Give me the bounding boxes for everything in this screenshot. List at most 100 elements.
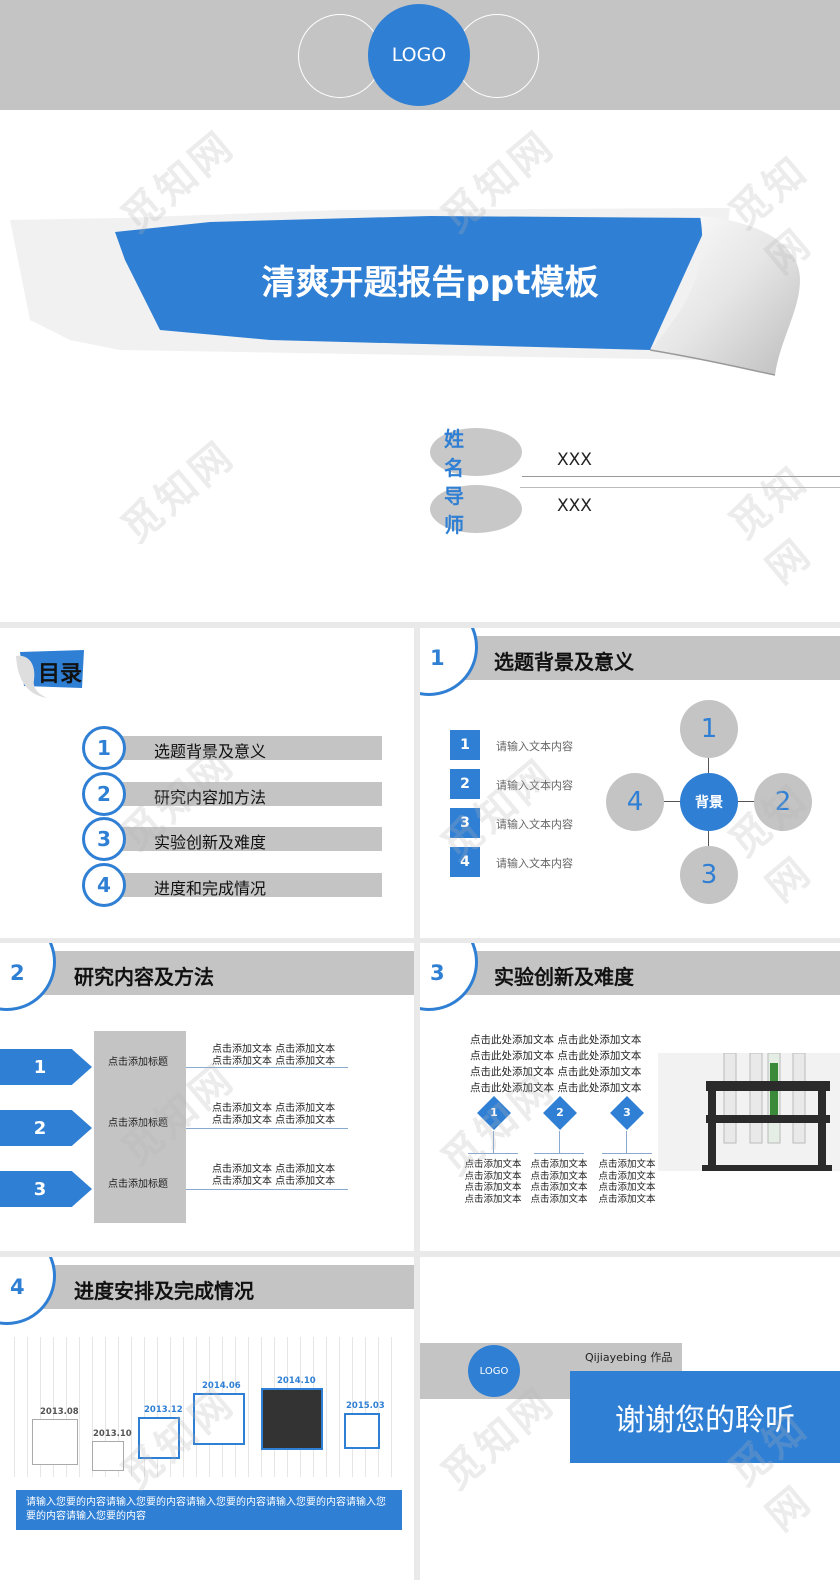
list-text: 请输入文本内容	[496, 818, 573, 831]
toc-item-label[interactable]: 实验创新及难度	[154, 833, 267, 852]
name-label: 姓 名	[430, 427, 522, 480]
list-number: 3	[450, 808, 480, 838]
timeline-thumbnail	[138, 1417, 180, 1459]
timeline-thumbnail	[32, 1419, 78, 1465]
node-circle: 3	[680, 846, 738, 904]
toc-item-label[interactable]: 研究内容加方法	[154, 788, 267, 807]
step-arrow: 2	[0, 1110, 92, 1146]
timeline-thumbnail	[344, 1413, 380, 1449]
section-header-bar	[420, 951, 840, 995]
node-circle: 4	[606, 773, 664, 831]
step-text: 点击添加文本点击添加文本点击添加文本点击添加文本	[530, 1159, 588, 1205]
toc-row-bar	[104, 782, 382, 806]
step-arrow: 1	[0, 1049, 92, 1085]
step-stem	[626, 1131, 627, 1153]
row-line	[186, 1067, 348, 1068]
section-number: 2	[10, 961, 25, 985]
row-text: 点击添加文本 点击添加文本	[212, 1176, 336, 1187]
row-line	[186, 1128, 348, 1129]
torn-paper-banner	[10, 200, 810, 400]
section-header-bar	[0, 951, 414, 995]
step-number: 1	[490, 1106, 498, 1119]
watermark: 觅知网	[433, 750, 564, 871]
node-circle: 2	[754, 773, 812, 831]
row-text: 点击添加文本 点击添加文本	[212, 1056, 336, 1067]
ending-slide: LOGO Qijiayebing 作品 谢谢您的聆听 觅知网 觅知网	[420, 1257, 840, 1580]
list-number: 1	[450, 730, 480, 760]
toc-slide: 目录 1 选题背景及意义 2 研究内容加方法 3 实验创新及难度 4 进度和完成…	[0, 628, 414, 938]
section-number-circle	[420, 628, 478, 696]
toc-title: 目录	[38, 662, 83, 687]
section1-slide: 1 选题背景及意义 1 请输入文本内容 2 请输入文本内容 3 请输入文本内容 …	[420, 628, 840, 938]
step-stem	[493, 1131, 494, 1153]
step-base	[468, 1153, 518, 1154]
toc-row-bar	[104, 827, 382, 851]
timeline-date: 2014.10	[277, 1376, 316, 1386]
section-number: 4	[10, 1275, 25, 1299]
cover-title: 清爽开题报告ppt模板	[261, 263, 599, 303]
row-title: 点击添加标题	[108, 1118, 168, 1129]
torn-paper-icon	[16, 650, 84, 698]
toc-row-bar	[104, 736, 382, 760]
list-text: 请输入文本内容	[496, 740, 573, 753]
torn-paper-graphic	[10, 208, 800, 376]
timeline-date: 2013.10	[93, 1429, 132, 1439]
toc-item-label[interactable]: 进度和完成情况	[154, 879, 267, 898]
cover-slide: LOGO 清爽开题报告ppt模板 姓 名 XXX 导 师 XXX 觅知网 觅知网…	[0, 0, 840, 622]
row-text: 点击添加文本 点击添加文本	[212, 1103, 336, 1114]
section-title: 进度安排及完成情况	[74, 1279, 254, 1303]
cover-logo: LOGO	[368, 4, 470, 106]
watermark: 觅知网	[720, 456, 822, 594]
timeline-thumbnail	[193, 1393, 245, 1445]
advisor-label: 导 师	[430, 484, 522, 537]
thanks-banner: 谢谢您的聆听	[570, 1371, 840, 1463]
list-number: 4	[450, 847, 480, 877]
toc-number: 3	[82, 817, 126, 861]
test-tube-photo	[658, 1052, 840, 1171]
section3-slide: 3 实验创新及难度 点击此处添加文本 点击此处添加文本 点击此处添加文本 点击此…	[420, 943, 840, 1251]
center-node: 背景	[680, 773, 738, 831]
section-title: 研究内容及方法	[74, 965, 214, 989]
text-line: 点击此处添加文本 点击此处添加文本	[470, 1050, 642, 1062]
row-title: 点击添加标题	[108, 1057, 168, 1068]
toc-row-bar	[104, 873, 382, 897]
row-text: 点击添加文本 点击添加文本	[212, 1115, 336, 1126]
section2-slide: 2 研究内容及方法 1 点击添加标题 点击添加文本 点击添加文本 点击添加文本 …	[0, 943, 414, 1251]
toc-number: 4	[82, 863, 126, 907]
divider-line	[520, 487, 840, 488]
section-number-circle	[0, 1257, 56, 1325]
author-credit: Qijiayebing 作品	[585, 1351, 673, 1364]
section-number-circle	[0, 943, 56, 1011]
toc-number: 1	[82, 726, 126, 770]
step-number: 3	[623, 1106, 631, 1119]
name-value: XXX	[557, 450, 592, 470]
text-line: 点击此处添加文本 点击此处添加文本	[470, 1082, 642, 1094]
section-number: 1	[430, 646, 445, 670]
step-stem	[559, 1131, 560, 1153]
section4-slide: 4 进度安排及完成情况 2013.08 2013.10 2013.12 2014…	[0, 1257, 414, 1580]
section-number: 3	[430, 961, 445, 985]
step-text: 点击添加文本点击添加文本点击添加文本点击添加文本	[464, 1159, 522, 1205]
title-panel	[94, 1031, 186, 1223]
watermark: 觅知网	[113, 432, 244, 553]
text-line: 点击此处添加文本 点击此处添加文本	[470, 1066, 642, 1078]
timeline-date: 2013.12	[144, 1405, 183, 1415]
advisor-value: XXX	[557, 496, 592, 516]
step-number: 2	[556, 1106, 564, 1119]
text-line: 点击此处添加文本 点击此处添加文本	[470, 1034, 642, 1046]
toc-item-label[interactable]: 选题背景及意义	[154, 742, 267, 761]
step-base	[602, 1153, 652, 1154]
section-header-bar	[0, 1265, 414, 1309]
node-circle: 1	[680, 700, 738, 758]
timeline-thumbnail	[261, 1388, 323, 1450]
list-text: 请输入文本内容	[496, 857, 573, 870]
list-number: 2	[450, 769, 480, 799]
timeline-thumbnail	[92, 1441, 124, 1471]
row-text: 点击添加文本 点击添加文本	[212, 1164, 336, 1175]
section-number-circle	[420, 943, 478, 1011]
timeline-date: 2013.08	[40, 1407, 79, 1417]
timeline-date: 2014.06	[202, 1381, 241, 1391]
summary-box: 请输入您要的内容请输入您要的内容请输入您要的内容请输入您要的内容请输入您要的内容…	[16, 1490, 402, 1530]
name-underline	[522, 476, 840, 477]
step-base	[534, 1153, 584, 1154]
